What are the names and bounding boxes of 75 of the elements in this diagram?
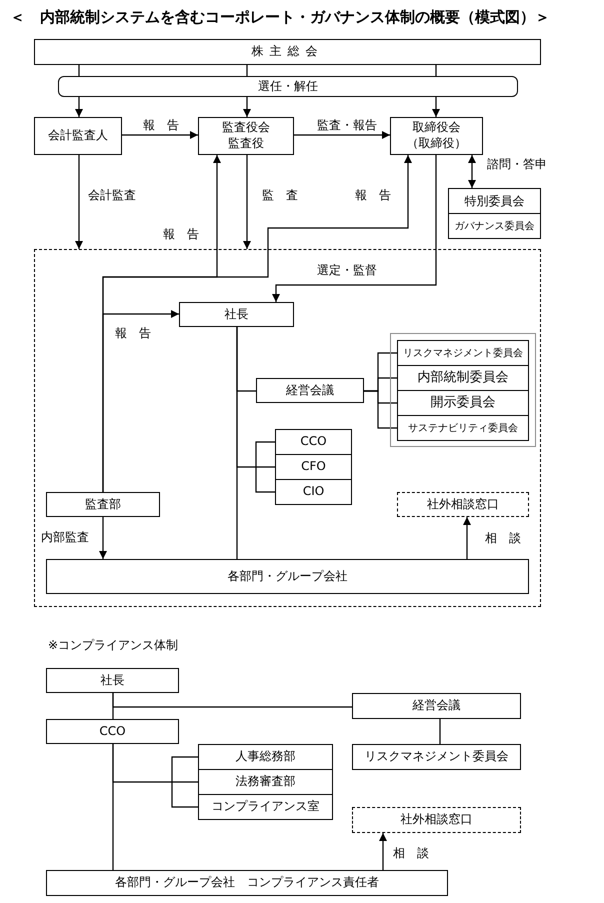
connector-line [112, 744, 114, 870]
arrow [122, 131, 198, 139]
edge-label: 報 告 [354, 188, 392, 202]
edge-label: 会計監査 [87, 188, 137, 202]
arrow [99, 517, 107, 559]
org-box: サステナビリティ委員会 [397, 415, 529, 441]
connector-line [256, 466, 275, 468]
org-box: 社長 [179, 302, 294, 327]
box-text: 監査役会 [222, 120, 270, 136]
dashed-boundary [34, 249, 541, 607]
arrow [75, 155, 83, 249]
edge-label: 報 告 [162, 227, 200, 241]
org-box: リスクマネジメント委員会 [397, 340, 529, 366]
rounded-band: 選任・解任 [58, 76, 518, 97]
connector-line [172, 781, 198, 783]
arrow [432, 97, 440, 117]
box-text: 監査役 [228, 136, 264, 152]
arrow [463, 517, 471, 559]
connector-line [171, 756, 198, 782]
connector-line [435, 65, 437, 76]
org-box: CCO [275, 429, 352, 455]
org-box: リスクマネジメント委員会 [352, 744, 521, 770]
edge-label: 内部監査 [40, 530, 90, 544]
box-text: 取締役会 [412, 120, 460, 136]
dashed-box: 社外相談窓口 [352, 807, 521, 833]
connector-line [364, 390, 397, 429]
arrow [294, 131, 390, 139]
org-box: 内部統制委員会 [397, 365, 529, 391]
org-box: 各部門・グループ会社 コンプライアンス責任者 [46, 870, 448, 896]
org-box [390, 117, 483, 155]
diagram-title: ＜ 内部統制システムを含むコーポレート・ガバナンス体制の概要（模式図）＞ [10, 7, 550, 27]
org-box: 経営会議 [352, 693, 521, 719]
org-box: 経営会議 [256, 378, 364, 403]
connector-line [246, 65, 248, 76]
edge-label: 報 告 [142, 118, 180, 132]
org-box: 会計監査人 [34, 117, 122, 155]
connector-line [255, 467, 275, 493]
edge-label: 相 談 [392, 846, 430, 860]
org-box: 人事総務部 [198, 744, 333, 770]
connector-line [236, 327, 238, 559]
connector-line [439, 719, 441, 744]
org-box: CCO [46, 719, 179, 744]
arrow [75, 97, 83, 117]
arrow [243, 155, 251, 249]
dashed-box: 社外相談窓口 [397, 492, 529, 517]
connector-line [255, 441, 275, 467]
arrow [272, 155, 437, 302]
edge-label: 諮問・答申 [486, 157, 548, 171]
edge-label: 監査・報告 [316, 118, 378, 132]
arrow [379, 833, 387, 870]
edge-label: 選定・監督 [316, 263, 378, 277]
arrow [468, 155, 476, 188]
org-box: 監査部 [46, 492, 160, 517]
org-box: CIO [275, 479, 352, 505]
connector-line [171, 782, 198, 808]
edge-label: 相 談 [484, 531, 522, 545]
org-box [448, 188, 541, 239]
org-box [198, 117, 294, 155]
arrow [243, 97, 251, 117]
org-box: 各部門・グループ会社 [46, 559, 529, 594]
org-box: 株主総会 [34, 39, 541, 65]
edge-label: 監 査 [261, 188, 299, 202]
org-box: 社長 [46, 668, 179, 693]
connector-line [78, 65, 80, 76]
org-box: 法務審査部 [198, 769, 333, 795]
group-frame [390, 333, 536, 447]
section-heading: ※コンプライアンス体制 [48, 637, 178, 653]
org-box: コンプライアンス室 [198, 794, 333, 820]
edge-label: 報 告 [114, 326, 152, 340]
connector-line [112, 693, 114, 719]
box-heading: 特別委員会 [464, 192, 526, 210]
arrow [102, 310, 179, 492]
org-box: CFO [275, 454, 352, 480]
org-box: 開示委員会 [397, 390, 529, 416]
box-text: （取締役） [406, 136, 466, 152]
